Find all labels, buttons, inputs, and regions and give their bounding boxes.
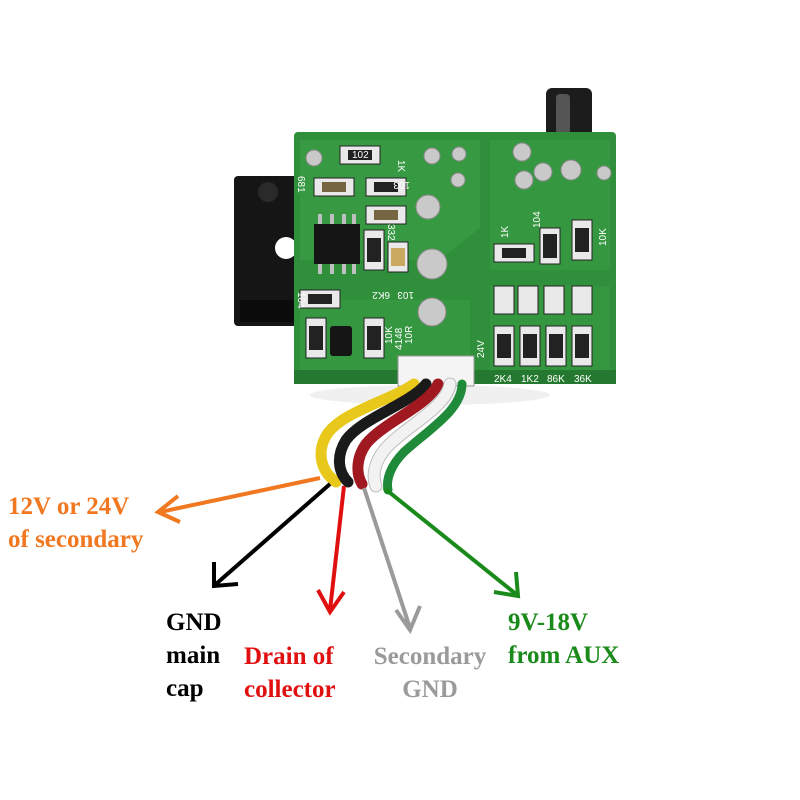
label-line: Drain of <box>244 643 334 670</box>
gray-arrow <box>362 487 422 635</box>
green-arrow <box>382 486 521 599</box>
silk-1k-mid: 1K <box>500 225 511 238</box>
silk-10k-low: 10K <box>384 326 395 344</box>
silk-2k4: 2K4 <box>494 374 512 385</box>
silk-103-top: 103 <box>393 179 410 190</box>
silk-86k: 86K <box>547 374 565 385</box>
label-line: collector <box>244 676 336 703</box>
silk-1k-top: 1K <box>395 160 406 173</box>
power-transistor <box>234 176 304 326</box>
orange-arrow <box>154 476 321 524</box>
small-transistor <box>330 326 352 356</box>
silk-24v: 24V <box>476 340 487 358</box>
label-line: from AUX <box>508 642 620 669</box>
black-arrow <box>212 482 332 589</box>
wire-bundle <box>315 377 467 495</box>
silk-10k-right: 10K <box>598 228 609 246</box>
label-line: GND <box>166 609 222 636</box>
silk-104-mid: 104 <box>532 211 543 228</box>
arrows <box>154 476 521 635</box>
silk-104-left: 104 <box>295 292 306 309</box>
label-line: cap <box>166 675 204 702</box>
silk-10r: 10R <box>404 326 415 344</box>
label-drain-of-collector: Drain of collector <box>244 640 336 706</box>
silk-103-low: 103 <box>397 289 414 300</box>
label-aux-voltage: 9V-18V from AUX <box>508 606 619 672</box>
silkscreen: 102 1K 681 103 1K 104 10K 332 103 6K2 10… <box>295 150 609 385</box>
solder-pads <box>305 142 612 375</box>
silk-332: 332 <box>385 224 396 241</box>
silk-1k2: 1K2 <box>521 374 539 385</box>
ic-chip <box>314 214 360 274</box>
silk-36k: 36K <box>574 374 592 385</box>
silk-102: 102 <box>352 150 369 161</box>
smd-components <box>299 145 593 367</box>
red-arrow <box>316 485 346 616</box>
label-line: GND <box>402 676 458 703</box>
silk-4148: 4148 <box>394 327 405 350</box>
silk-6k2: 6K2 <box>372 289 390 300</box>
label-gnd-main-cap: GND main cap <box>166 606 222 705</box>
yellow-wire <box>315 378 420 488</box>
green-wire <box>383 379 467 495</box>
label-secondary-gnd: Secondary GND <box>364 640 496 706</box>
red-wire <box>352 378 444 490</box>
white-wire <box>368 378 456 492</box>
label-secondary-voltage: 12V or 24V of secondary <box>8 490 143 556</box>
label-line: main <box>166 642 221 669</box>
label-line: 9V-18V <box>508 609 589 636</box>
black-wire <box>334 378 432 488</box>
silk-681: 681 <box>295 176 306 193</box>
label-line: of secondary <box>8 526 144 553</box>
label-line: 12V or 24V <box>8 493 130 520</box>
label-line: Secondary <box>373 643 487 670</box>
top-connector <box>546 88 592 138</box>
